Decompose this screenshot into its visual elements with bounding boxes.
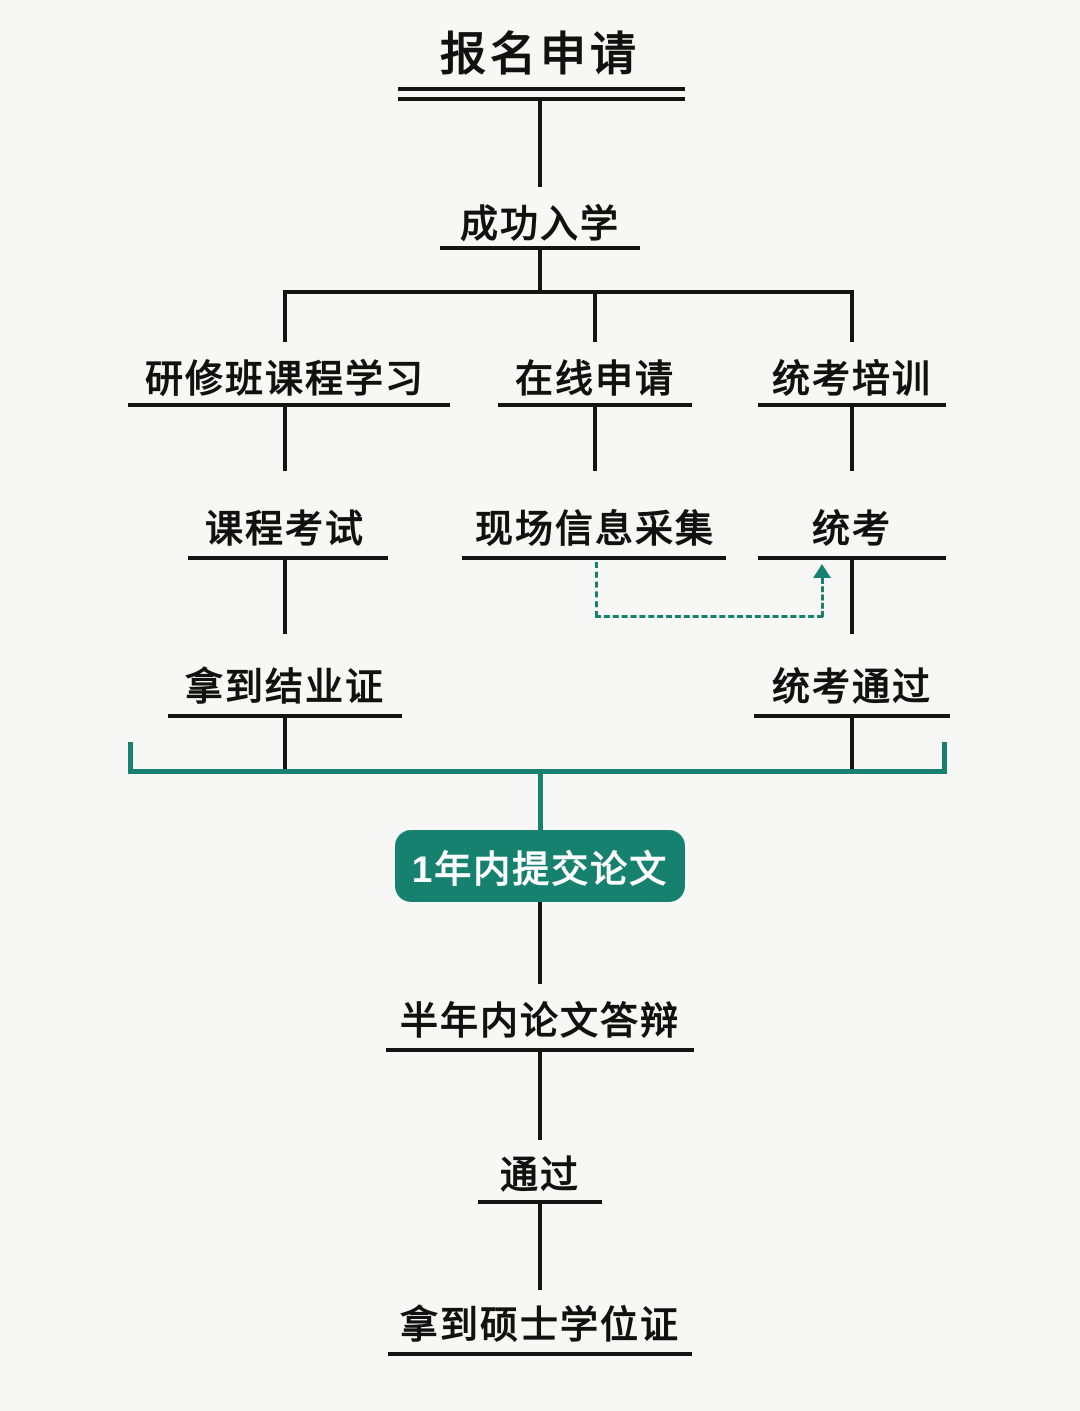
merge-bracket-bar bbox=[128, 769, 947, 774]
title: 报名申请 bbox=[440, 28, 640, 80]
node-seminar: 研修班课程学习 bbox=[144, 359, 426, 401]
underline-seminar bbox=[128, 403, 450, 407]
connector-cert-merge bbox=[283, 718, 287, 772]
connector-course-exam-cert bbox=[283, 560, 287, 634]
connector-unified-exam-pass bbox=[850, 560, 854, 634]
node-master-cert: 拿到硕士学位证 bbox=[399, 1305, 681, 1347]
node-pass: 通过 bbox=[499, 1155, 581, 1197]
merge-bracket-right-tick bbox=[942, 742, 947, 774]
node-exam-training: 统考培训 bbox=[771, 359, 933, 401]
node-enroll: 成功入学 bbox=[459, 204, 621, 246]
node-unified-exam: 统考 bbox=[811, 509, 893, 551]
dashed-connector-across bbox=[595, 615, 823, 618]
node-online-apply: 在线申请 bbox=[514, 359, 676, 401]
title-double-underline-top bbox=[398, 87, 685, 91]
dashed-arrow-up-icon bbox=[813, 564, 831, 578]
merge-bracket-left-tick bbox=[128, 742, 133, 774]
connector-branch-training bbox=[850, 290, 854, 342]
node-completion-cert: 拿到结业证 bbox=[184, 667, 386, 709]
node-exam-pass: 统考通过 bbox=[771, 667, 933, 709]
connector-branch-online bbox=[593, 290, 597, 342]
connector-branch-seminar bbox=[283, 290, 287, 342]
underline-exam-training bbox=[758, 403, 946, 407]
connector-merge-thesis bbox=[538, 774, 543, 832]
connector-seminar-course-exam bbox=[283, 407, 287, 471]
dashed-connector-down bbox=[595, 562, 598, 617]
connector-pass-master bbox=[538, 1204, 542, 1290]
underline-online-apply bbox=[498, 403, 692, 407]
connector-enroll-branch bbox=[538, 250, 542, 292]
underline-course-exam bbox=[188, 556, 388, 560]
underline-pass bbox=[478, 1200, 602, 1204]
underline-unified-exam bbox=[758, 556, 946, 560]
title-double-underline-bottom bbox=[398, 97, 685, 101]
underline-exam-pass bbox=[754, 714, 950, 718]
connector-defense-pass bbox=[538, 1052, 542, 1140]
node-info-collect: 现场信息采集 bbox=[474, 509, 716, 551]
underline-thesis-defense bbox=[386, 1048, 694, 1052]
node-course-exam: 课程考试 bbox=[204, 509, 366, 551]
underline-master-cert bbox=[388, 1352, 692, 1356]
underline-enroll bbox=[440, 246, 640, 250]
underline-completion-cert bbox=[168, 714, 402, 718]
connector-training-unified-exam bbox=[850, 407, 854, 471]
dashed-connector-up bbox=[821, 578, 824, 617]
connector-online-info-collect bbox=[593, 407, 597, 471]
connector-exam-pass-merge bbox=[850, 718, 854, 772]
connector-title-enroll bbox=[538, 101, 542, 187]
node-thesis-defense: 半年内论文答辩 bbox=[399, 1001, 681, 1043]
branch-bar bbox=[283, 290, 854, 294]
connector-thesis-defense bbox=[538, 902, 542, 984]
underline-info-collect bbox=[462, 556, 726, 560]
node-thesis-submit: 1年内提交论文 bbox=[395, 830, 685, 902]
